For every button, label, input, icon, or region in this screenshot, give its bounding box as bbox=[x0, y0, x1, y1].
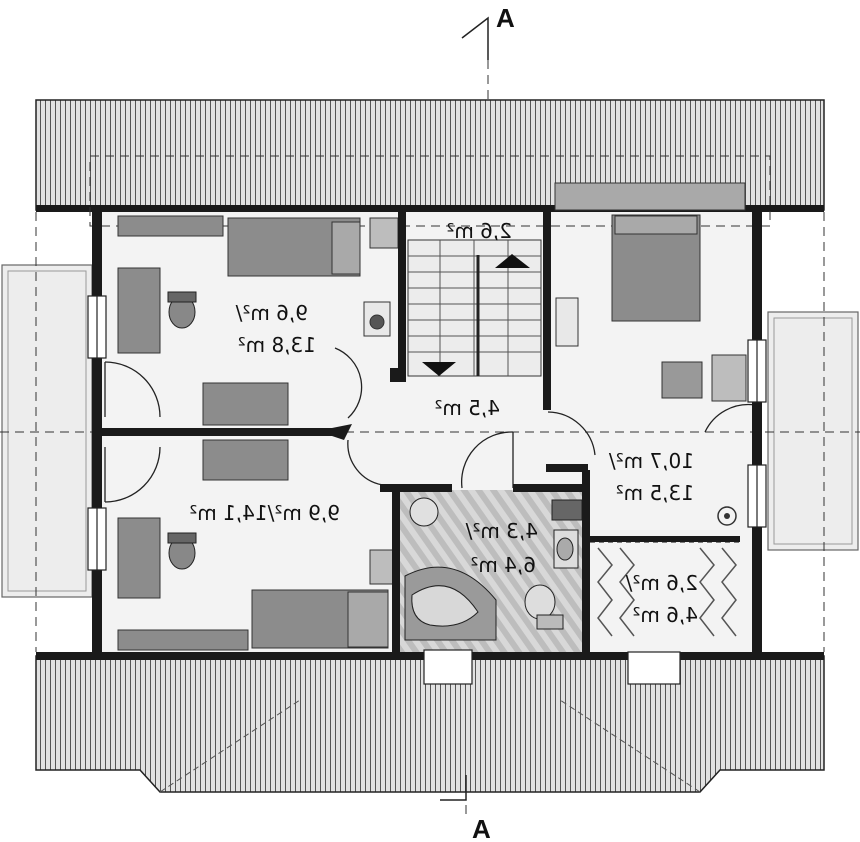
chair-icon bbox=[167, 291, 197, 329]
furniture-right bbox=[554, 182, 747, 402]
windows bbox=[87, 295, 767, 685]
area-label: 4,6 m² bbox=[632, 603, 698, 627]
area-label: 2,6 m² bbox=[446, 219, 512, 243]
section-marker-bottom: A bbox=[440, 775, 491, 842]
area-label: 9,9 m²/14,1 m² bbox=[189, 501, 340, 525]
area-label: 2,6 m²/ bbox=[625, 571, 698, 595]
bathroom-fixtures bbox=[404, 497, 583, 641]
balcony-left bbox=[1, 264, 93, 598]
plant-icon bbox=[717, 506, 737, 526]
area-label: 4,5 m² bbox=[434, 396, 500, 420]
room-label-bedroom-upper-left: 9,6 m²/ 13,8 m² bbox=[235, 301, 316, 357]
room-label-wardrobe: 2,6 m²/ 4,6 m² bbox=[625, 571, 698, 627]
staircase bbox=[407, 239, 542, 377]
furniture-upper-left bbox=[117, 215, 399, 426]
room-label-stair: 2,6 m² bbox=[446, 219, 512, 243]
room-label-bedroom-lower-left: 9,9 m²/14,1 m² bbox=[189, 501, 340, 525]
area-label: 6,4 m² bbox=[470, 553, 536, 577]
area-label: 13,5 m² bbox=[616, 481, 694, 505]
area-label: 13,8 m² bbox=[238, 333, 316, 357]
section-label-bottom: A bbox=[472, 814, 491, 842]
section-marker-top: A bbox=[461, 3, 515, 60]
area-label: 10,7 m²/ bbox=[609, 449, 694, 473]
door-swings bbox=[104, 347, 756, 503]
walls bbox=[92, 212, 762, 660]
room-label-bathroom: 4,3 m²/ 6,4 m² bbox=[465, 519, 538, 577]
furniture-lower-left bbox=[117, 439, 397, 651]
chair-icon bbox=[167, 532, 197, 570]
room-label-hall: 4,5 m² bbox=[434, 396, 500, 420]
room-label-bedroom-right: 10,7 m²/ 13,5 m² bbox=[609, 449, 694, 505]
area-label: 9,6 m²/ bbox=[235, 301, 308, 325]
section-label-top: A bbox=[496, 3, 515, 33]
area-label: 4,3 m²/ bbox=[465, 519, 538, 543]
balcony-right bbox=[767, 311, 859, 551]
